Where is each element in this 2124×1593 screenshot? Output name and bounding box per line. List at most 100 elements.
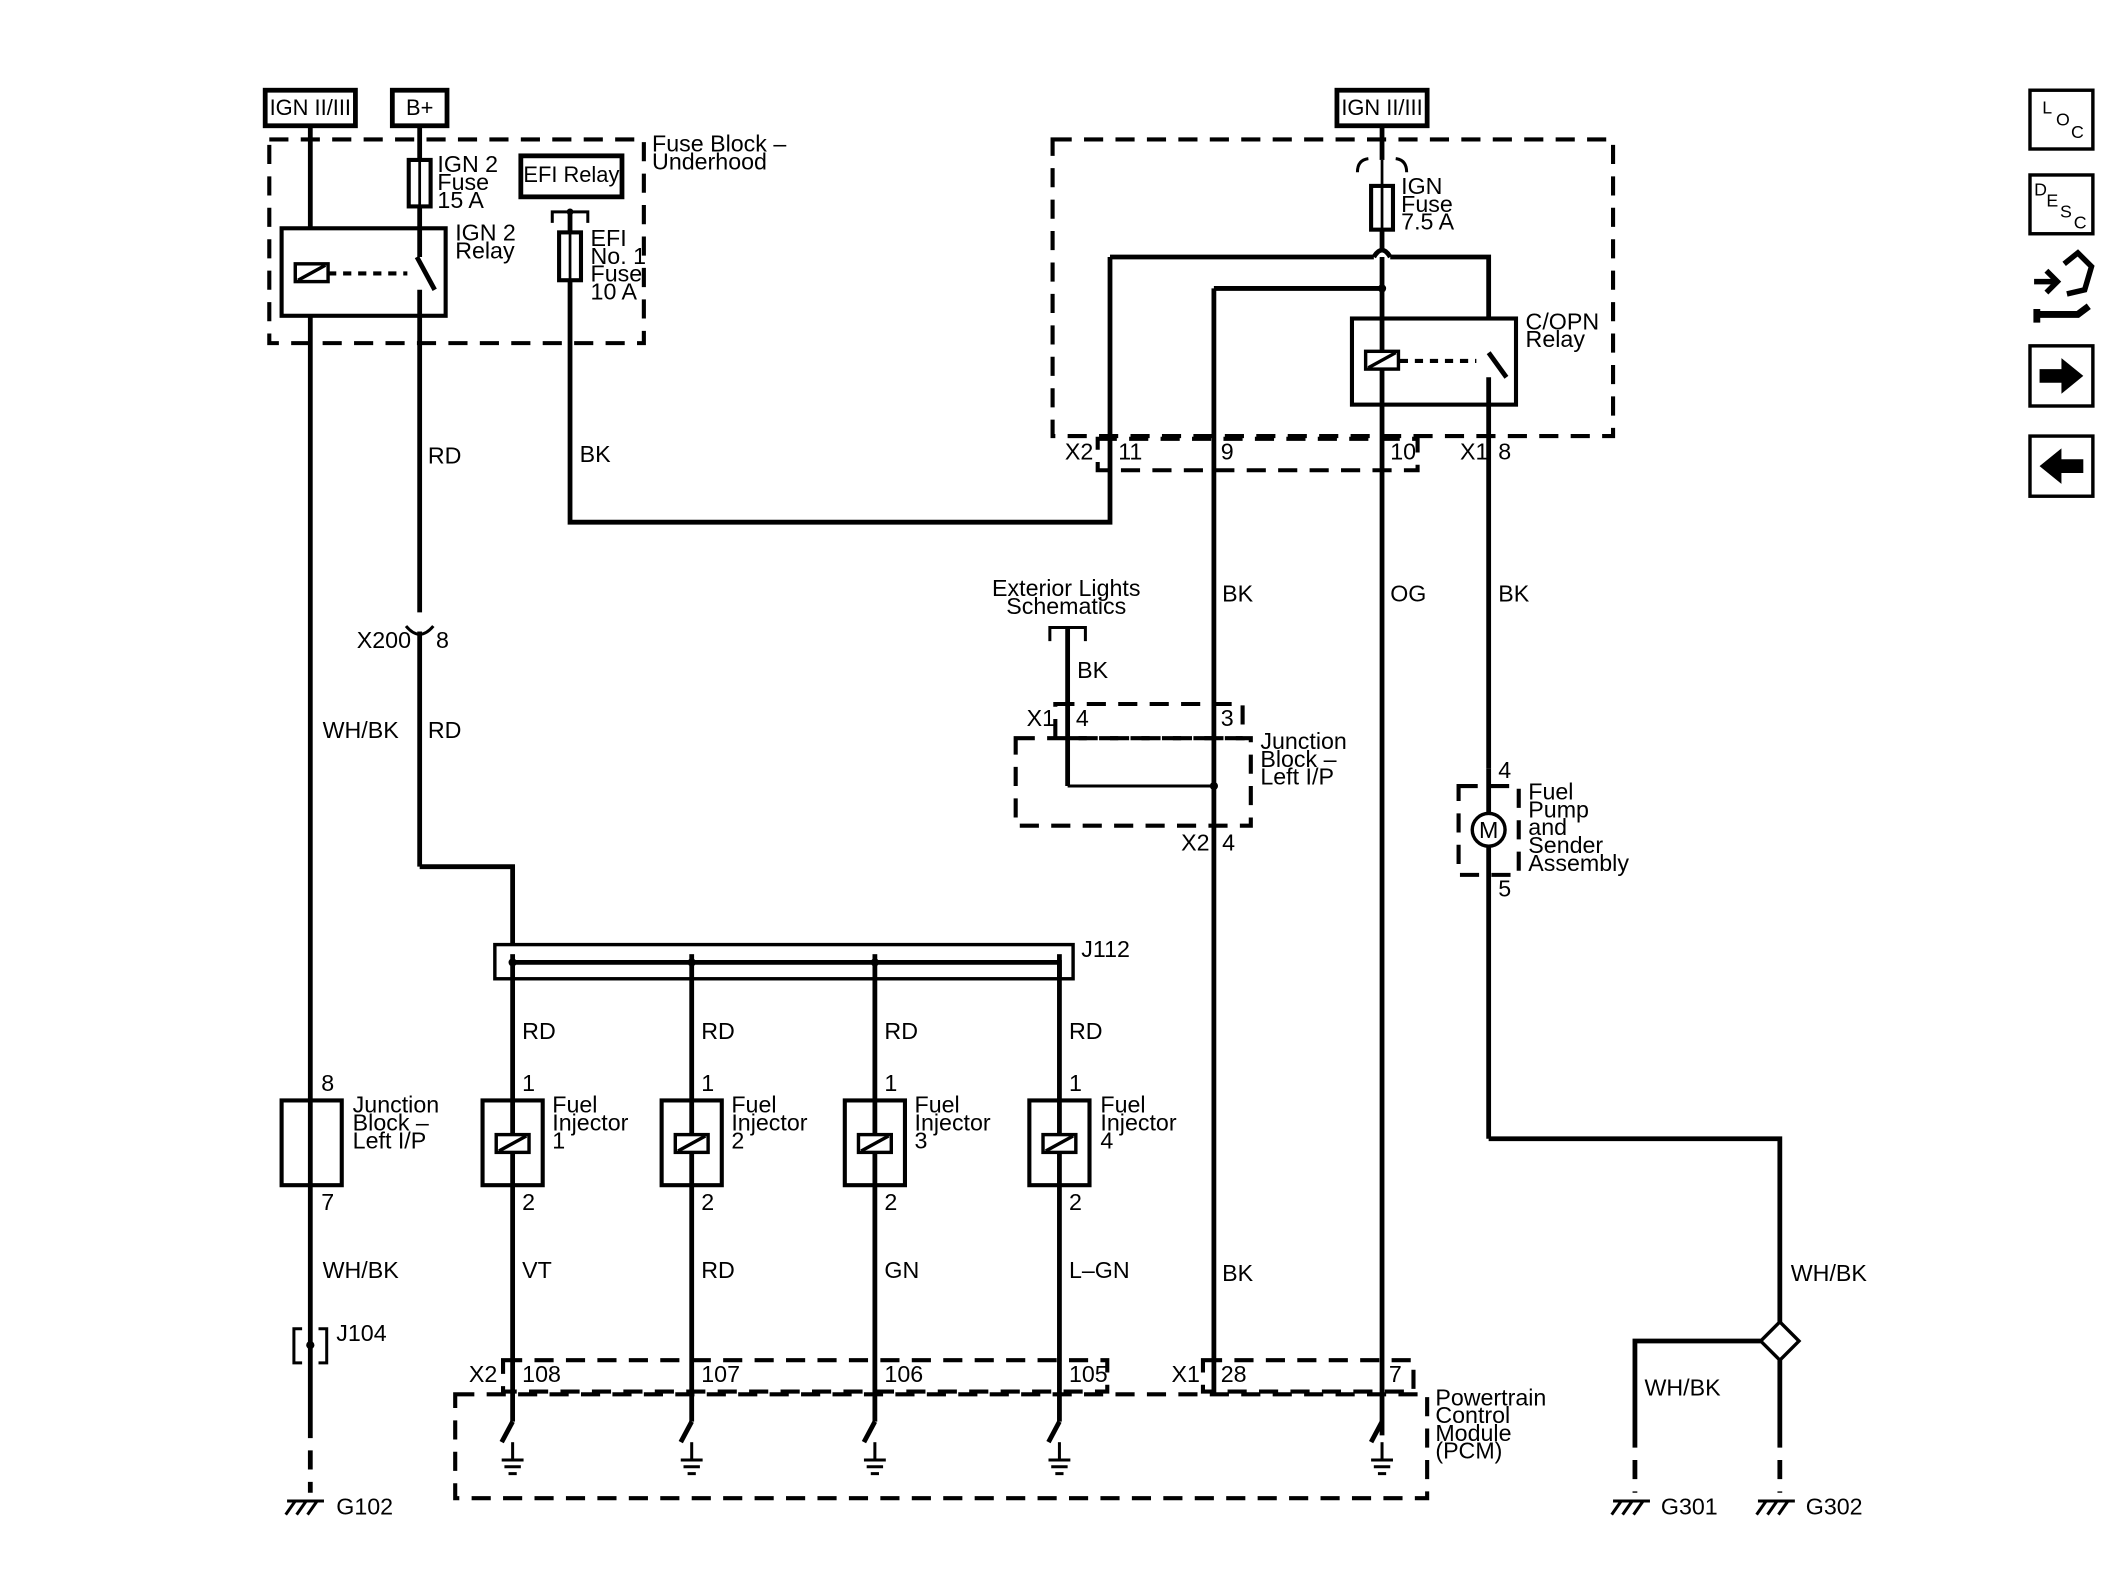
source-ign-right: IGN II/III <box>1334 87 1430 129</box>
pin-10: 10 <box>1390 438 1416 464</box>
pcm-ground-symbol <box>1048 1442 1071 1476</box>
wire-label-inj-feed: RD <box>701 1018 735 1044</box>
pcm-pin: 107 <box>701 1361 740 1387</box>
pin-11: 11 <box>1118 438 1142 464</box>
wire-label-bk-1: BK <box>580 441 611 467</box>
exterior-lights-label-2: Schematics <box>1006 593 1126 619</box>
connector-x200-pin: 8 <box>436 627 449 653</box>
previous-arrow-icon[interactable] <box>2028 434 2095 498</box>
source-bplus: B+ <box>389 87 450 129</box>
connector-x200-label: X200 <box>357 627 411 653</box>
wire-label-whbk-1: WH/BK <box>323 717 400 743</box>
svg-text:C: C <box>2074 212 2087 232</box>
pcm-ground-symbol-og <box>1371 1442 1393 1476</box>
ign2-relay-switch <box>414 255 437 291</box>
ign2-fuse-label-1: IGN 2 <box>437 151 498 177</box>
junction-left-pin-bottom: 7 <box>321 1189 334 1215</box>
pcm-label-4: (PCM) <box>1435 1438 1502 1464</box>
wire-label-og: OG <box>1390 580 1426 606</box>
junction-right-pin4: 4 <box>1076 705 1089 731</box>
svg-text:S: S <box>2060 201 2072 221</box>
pcm-switch-og <box>1368 1420 1385 1444</box>
diagnostic-tools-icon[interactable] <box>2033 249 2095 323</box>
svg-text:O: O <box>2056 110 2070 130</box>
ign-fuse-label-3: 7.5 A <box>1401 209 1454 235</box>
wire-label-inj-feed: RD <box>884 1018 918 1044</box>
junction-right-pin3: 3 <box>1221 705 1234 731</box>
connector-x2-right-block <box>1095 436 1420 473</box>
ign2-relay-label-2: Relay <box>455 237 515 263</box>
fuse-block-title-2: Underhood <box>652 149 767 175</box>
fuel-injectors: RD12FuelInjector1VT108RD12FuelInjector2R… <box>480 954 1177 1476</box>
fuel-injector-pin-in: 1 <box>522 1070 535 1096</box>
component-locator-icon[interactable]: L O C <box>2028 88 2095 151</box>
fuel-injector-label-1: Fuel <box>915 1092 960 1118</box>
fuel-pump-pin-bottom: 5 <box>1498 876 1511 902</box>
wire-label-inj-out: VT <box>522 1257 552 1283</box>
right-fuse-block-outline <box>1050 137 1616 439</box>
pcm-x1-label: X1 <box>1172 1361 1200 1387</box>
source-ign-left: IGN II/III <box>262 87 358 129</box>
fuel-injector-label-2: Injector <box>915 1110 991 1136</box>
fuel-pump-label-4: Sender <box>1528 832 1603 858</box>
wire-whbk-right <box>1488 1136 1783 1322</box>
ign2-fuse-label-2: Fuse <box>437 169 489 195</box>
ign2-relay-label-1: IGN 2 <box>455 220 516 246</box>
wire-label-inj-out: GN <box>884 1257 919 1283</box>
fuel-pump-pin-top: 4 <box>1498 757 1511 783</box>
pcm-pin: 106 <box>884 1361 923 1387</box>
wire-label-bk-9: BK <box>1222 580 1253 606</box>
wire-crossover <box>1371 247 1393 259</box>
junction-left-label-3: Left I/P <box>353 1127 427 1153</box>
pin-8: 8 <box>1498 438 1511 464</box>
ign-fuse-label-1: IGN <box>1401 173 1442 199</box>
next-arrow-icon[interactable] <box>2028 344 2095 408</box>
description-icon[interactable]: D E S C <box>2028 173 2095 236</box>
junction-left-label-2: Block – <box>353 1110 429 1136</box>
ground-g302: G302 <box>1755 1494 1863 1520</box>
wire-label-whbk-2: WH/BK <box>323 1257 400 1283</box>
svg-text:C: C <box>2071 122 2084 142</box>
wire-label-bk-8: BK <box>1498 580 1529 606</box>
wire-label-inj-out: RD <box>701 1257 735 1283</box>
wire-label-inj-feed: RD <box>522 1018 556 1044</box>
junction-right-x1: X1 <box>1027 705 1055 731</box>
pin-9: 9 <box>1221 438 1234 464</box>
splice-diamond <box>1758 1319 1802 1363</box>
copn-relay-switch <box>1486 351 1509 379</box>
fuel-injector-label-3: 4 <box>1100 1127 1113 1153</box>
fuel-pump-label-1: Fuel <box>1528 779 1573 805</box>
svg-text:D: D <box>2034 179 2047 199</box>
wire-label-bk-pcm: BK <box>1222 1260 1253 1286</box>
wire-label-rd-1: RD <box>428 442 462 468</box>
pcm-pin: 105 <box>1069 1361 1108 1387</box>
efi-relay: EFI Relay <box>518 153 625 200</box>
pcm-driver-switch <box>678 1420 694 1444</box>
connector-x2-label: X2 <box>1065 438 1093 464</box>
wire-label-bk-ext: BK <box>1077 657 1108 683</box>
pcm-label-3: Module <box>1435 1420 1511 1446</box>
fuel-pump-motor-label: M <box>1479 817 1498 843</box>
fuel-injector-pin-in: 1 <box>1069 1070 1082 1096</box>
pcm-x2-label: X2 <box>469 1361 497 1387</box>
fuel-injector-pin-out: 2 <box>884 1189 897 1215</box>
fuel-injector-pin-out: 2 <box>522 1189 535 1215</box>
pcm-ground-symbol <box>680 1442 703 1476</box>
fuel-injector-label-3: 2 <box>731 1127 744 1153</box>
fuel-injector-label-2: Injector <box>552 1110 628 1136</box>
pcm-label-2: Control <box>1435 1402 1510 1428</box>
svg-text:E: E <box>2046 190 2058 210</box>
efi-fuse-label-2: No. 1 <box>591 243 647 269</box>
copn-relay-label-1: C/OPN <box>1526 308 1600 334</box>
fuel-injector-pin-in: 1 <box>701 1070 714 1096</box>
svg-text:EFI Relay: EFI Relay <box>523 162 619 187</box>
ign2-fuse-label-3: 15 A <box>437 187 484 213</box>
pcm-driver-switch <box>499 1420 515 1444</box>
fuel-injector-label-2: Injector <box>1100 1110 1176 1136</box>
fuel-pump-label-5: Assembly <box>1528 850 1629 876</box>
